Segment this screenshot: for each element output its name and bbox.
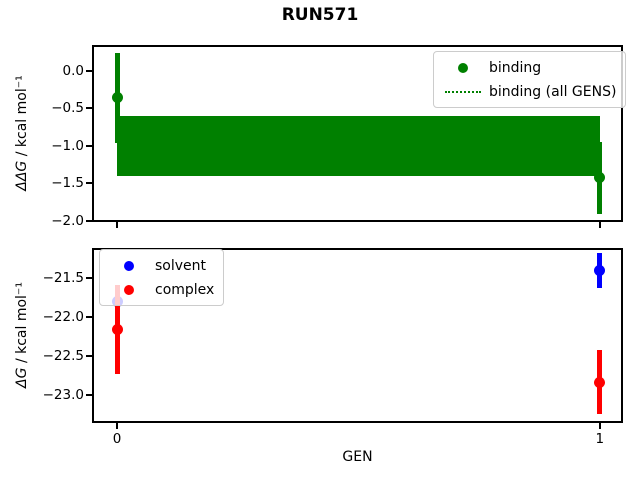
- y-tick-mark: [86, 107, 92, 109]
- solvent-dot-icon: [124, 260, 134, 271]
- binding-all-gens-line-icon: [445, 90, 481, 93]
- complex-data-point: [594, 376, 606, 388]
- y-tick-label: −22.5: [42, 347, 84, 364]
- x-tick-mark: [116, 222, 119, 228]
- y-tick-label: 0.0: [62, 62, 84, 79]
- legend-label-binding-all-gens: binding (all GENS): [489, 83, 617, 100]
- figure-title: RUN571: [281, 5, 359, 25]
- y-tick-label: −22.0: [42, 308, 84, 325]
- y-tick-mark: [86, 276, 92, 279]
- y-tick-label: −1.0: [51, 137, 84, 154]
- y-tick-label: −2.0: [51, 212, 84, 229]
- legend-label-binding: binding: [489, 59, 542, 76]
- y-tick-mark: [86, 219, 92, 222]
- legend-label-solvent: solvent: [155, 257, 207, 274]
- y-tick-label: −23.0: [42, 386, 84, 403]
- x-axis-label: GEN: [342, 449, 373, 465]
- solvent-data-point: [594, 265, 606, 277]
- x-tick-mark: [598, 423, 601, 429]
- complex-dot-icon: [124, 284, 134, 295]
- y-tick-mark: [86, 182, 92, 184]
- x-tick-label: 1: [595, 431, 605, 447]
- x-tick-mark: [116, 423, 119, 429]
- x-tick-label: 0: [112, 431, 122, 447]
- legend-item-solvent: solvent: [109, 255, 214, 276]
- complex-data-point: [111, 323, 123, 335]
- y-tick-label: −1.5: [51, 175, 84, 191]
- legend-label-complex: complex: [155, 281, 215, 298]
- binding-data-point: [111, 92, 123, 103]
- binding-dot-icon: [458, 62, 468, 73]
- top-legend: binding binding (all GENS): [433, 51, 627, 108]
- bottom-legend: solvent complex: [99, 249, 225, 306]
- y-tick-mark: [86, 393, 92, 396]
- uncertainty-band: [117, 115, 600, 176]
- legend-item-binding-all-gens: binding (all GENS): [443, 81, 616, 102]
- y-tick-mark: [86, 144, 92, 147]
- x-tick-mark: [598, 222, 601, 228]
- y-tick-label: −0.5: [51, 100, 84, 116]
- legend-item-complex: complex: [109, 279, 214, 300]
- y-tick-mark: [86, 354, 92, 357]
- y-tick-mark: [86, 69, 92, 72]
- legend-item-binding: binding: [443, 57, 616, 78]
- binding-data-point: [594, 172, 606, 184]
- y-tick-label: −21.5: [42, 269, 84, 286]
- y-tick-mark: [86, 315, 92, 318]
